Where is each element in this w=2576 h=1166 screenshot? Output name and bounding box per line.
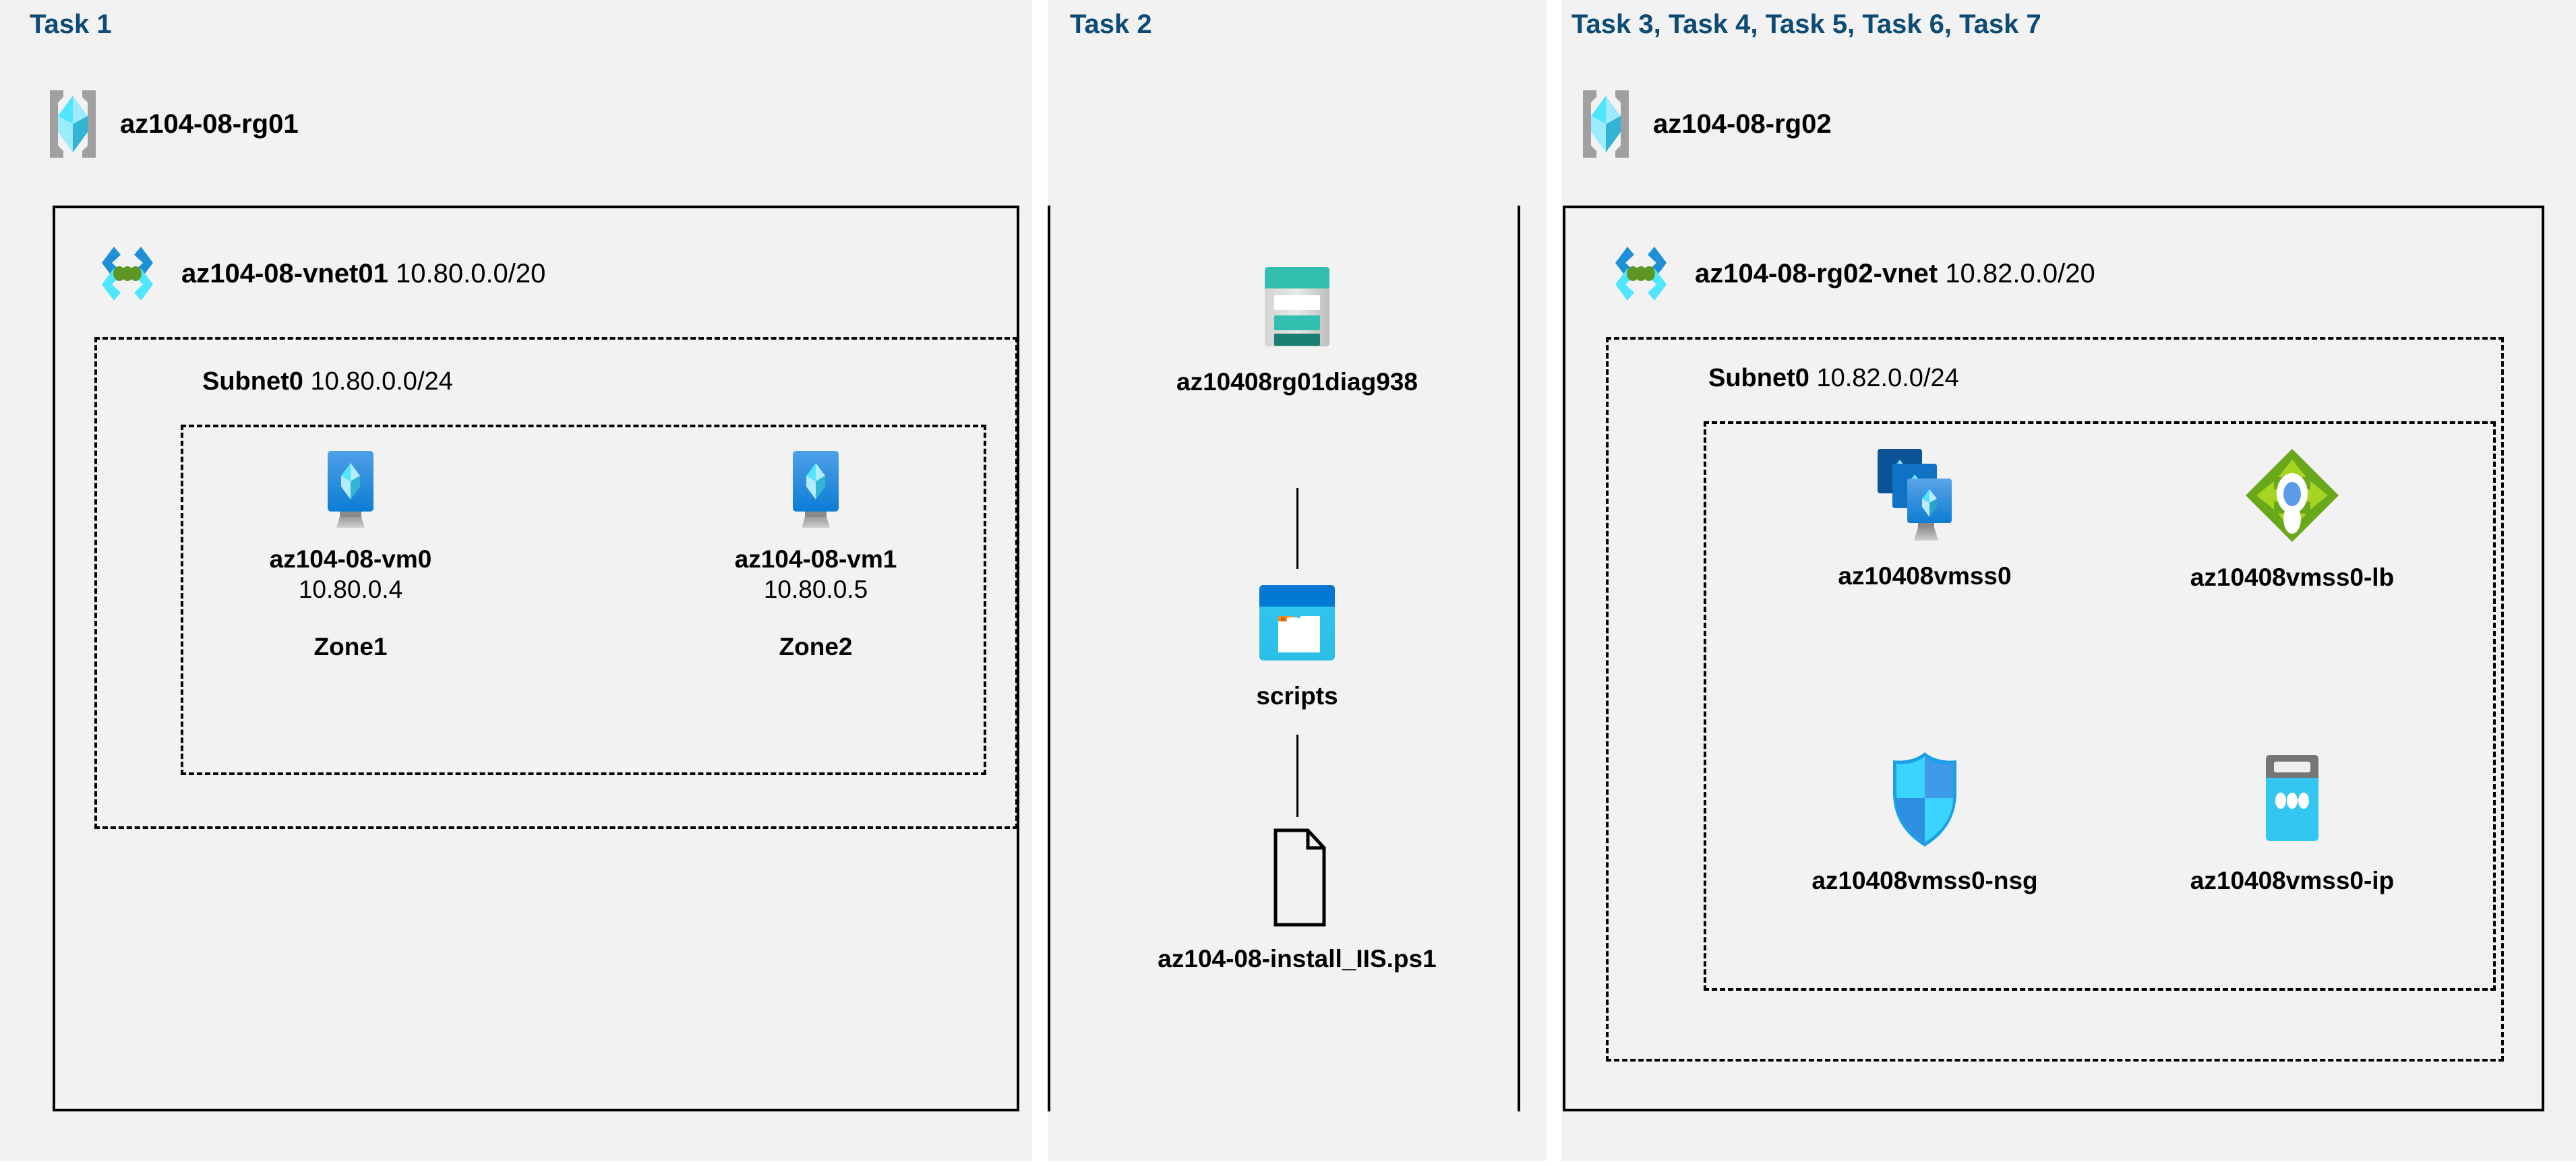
blob-container-scripts: scripts [1071,581,1523,711]
blob-container-icon [1255,581,1339,665]
public-ip-address-icon [2248,748,2336,849]
panel-task2 [1048,0,1547,1161]
rg02-vnet-boundary [1563,206,2544,1111]
resource-group-icon [1576,88,1636,160]
panel-task1 [0,0,1032,1161]
network-security-group-icon [1881,748,1969,849]
subnet0-name-task3to7: Subnet0 [1708,364,1809,392]
vm-az104-08-vm0-label: az104-08-vm0 [269,545,432,573]
resource-group-rg02: az104-08-rg02 [1576,88,1832,160]
subnet0-boundary-task1 [94,337,1018,829]
file-label: az104-08-install_IIS.ps1 [1158,945,1437,973]
virtual-network-icon [91,243,164,305]
task2-right-frame-line [1518,206,1520,1111]
connector-storage-to-container [1296,488,1298,569]
file-icon [1258,828,1336,927]
file-az104-08-install-iis: az104-08-install_IIS.ps1 [1071,828,1523,974]
task2-title: Task 2 [1070,9,1152,39]
vm-az104-08-vm1-label: az104-08-vm1 [734,545,897,573]
subnet0-cidr-task1: 10.80.0.0/24 [310,367,453,396]
panel-task3to7 [1561,0,2576,1161]
task3to7-title: Task 3, Task 4, Task 5, Task 6, Task 7 [1571,9,2041,39]
subnet0-header-task3to7: Subnet0 10.82.0.0/24 [1708,364,1959,393]
subnet0-name-task1: Subnet0 [202,367,303,396]
resource-group-rg02-label: az104-08-rg02 [1653,109,1832,139]
load-balancer-az10408vmss0-lb: az10408vmss0-lb [2117,445,2467,592]
vmss-resources-boundary [1704,421,2496,991]
public-ip-label: az10408vmss0-ip [2190,867,2395,894]
vnet01-boundary [53,206,1019,1111]
subnet0-cidr-task3to7: 10.82.0.0/24 [1816,364,1959,392]
vnet01-name: az104-08-vnet01 [181,258,388,288]
virtual-machine-icon [776,448,856,532]
vm-az104-08-vm1-ip: 10.80.0.5 [763,576,868,604]
storage-account-icon [1243,263,1351,350]
load-balancer-icon [2242,445,2343,546]
task1-title: Task 1 [30,9,112,39]
vm-az104-08-vm1: az104-08-vm1 10.80.0.5 Zone2 [694,448,937,661]
public-ip-az10408vmss0-ip: az10408vmss0-ip [2117,748,2467,896]
vm-scale-set-icon [1871,445,1979,545]
storage-account-label: az10408rg01diag938 [1176,368,1418,396]
connector-container-to-file [1296,735,1298,817]
resource-group-rg01: az104-08-rg01 [43,88,299,160]
vm-az104-08-vm0-ip: 10.80.0.4 [298,576,403,604]
rg02-vnet-cidr: 10.82.0.0/20 [1945,258,2095,288]
virtual-machine-icon [311,448,390,532]
virtual-network-icon [1605,243,1677,305]
resource-group-icon [43,88,102,160]
vm-zone-boundary [181,425,986,775]
vmss-label: az10408vmss0 [1838,562,2012,590]
resource-group-rg01-label: az104-08-rg01 [120,109,299,139]
vnet01-header: az104-08-vnet01 10.80.0.0/20 [91,243,545,305]
blob-container-label: scripts [1256,682,1338,710]
nsg-az10408vmss0-nsg: az10408vmss0-nsg [1749,748,2100,896]
vm-az104-08-vm0-zone: Zone1 [313,633,388,661]
storage-account-az10408rg01diag938: az10408rg01diag938 [1071,263,1523,397]
task2-left-frame-line [1048,206,1050,1111]
vnet01-cidr: 10.80.0.0/20 [395,258,546,288]
subnet0-boundary-task3to7 [1606,337,2504,1062]
vm-az104-08-vm0: az104-08-vm0 10.80.0.4 Zone1 [229,448,472,661]
load-balancer-label: az10408vmss0-lb [2190,563,2395,591]
rg02-vnet-header: az104-08-rg02-vnet 10.82.0.0/20 [1605,243,2095,305]
vmss-az10408vmss0: az10408vmss0 [1749,445,2100,591]
nsg-label: az10408vmss0-nsg [1811,867,2038,894]
rg02-vnet-name: az104-08-rg02-vnet [1695,258,1938,288]
vm-az104-08-vm1-zone: Zone2 [779,633,853,661]
subnet0-header-task1: Subnet0 10.80.0.0/24 [202,367,453,396]
